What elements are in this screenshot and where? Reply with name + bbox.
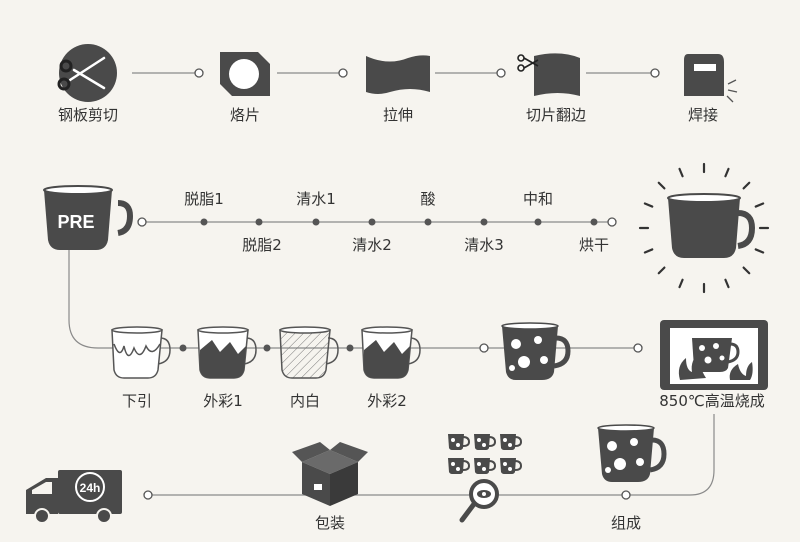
label-neutralize: 中和	[522, 190, 554, 208]
label-dry: 烘干	[578, 236, 610, 254]
label-rinse-2: 清水2	[352, 236, 392, 254]
flower-mug-icon	[501, 322, 571, 380]
label-dip: 下引	[121, 392, 153, 410]
drying-mug-icon	[638, 162, 770, 294]
label-rinse-3: 清水3	[464, 236, 504, 254]
assembled-mug-icon	[597, 424, 667, 482]
welding-icon	[684, 54, 738, 103]
label-edge-flipping: 切片翻边	[525, 106, 587, 124]
stamping-icon	[220, 52, 270, 96]
row2-nodes	[137, 217, 617, 227]
drying-tick	[678, 167, 684, 178]
drying-tick	[657, 266, 666, 275]
label-stretching: 拉伸	[382, 106, 414, 124]
mini-mug-icon	[500, 434, 523, 450]
label-assembly: 组成	[610, 514, 642, 532]
delivery-badge: 24h	[80, 481, 101, 495]
drying-tick	[742, 266, 751, 275]
kiln-icon	[660, 320, 768, 390]
drying-tick	[754, 248, 765, 254]
label-inner-white: 内白	[289, 392, 321, 410]
steel-cutting-icon	[57, 44, 117, 102]
label-packing: 包装	[314, 514, 346, 532]
drying-tick	[643, 248, 654, 254]
drying-tick	[678, 278, 684, 289]
drying-tick	[724, 167, 730, 178]
label-outer-color-1: 外彩1	[203, 392, 243, 410]
label-firing: 850℃高温烧成	[659, 392, 765, 410]
outer-color-1-mug-icon	[197, 326, 257, 379]
drying-tick	[754, 202, 765, 208]
inner-white-mug-icon	[279, 326, 339, 379]
mini-mug-icon	[500, 458, 523, 474]
label-outer-color-2: 外彩2	[367, 392, 407, 410]
stretching-icon	[366, 55, 430, 94]
edge-flipping-icon	[517, 53, 580, 96]
label-rinse-1: 清水1	[296, 190, 336, 208]
mini-mug-icon	[474, 458, 497, 474]
pre-to-row3-connector	[68, 250, 110, 349]
dip-mug-icon	[111, 326, 171, 379]
row3-nodes	[179, 343, 643, 353]
drying-tick	[724, 278, 730, 289]
pre-badge: PRE	[57, 212, 94, 232]
inspection-icon	[448, 434, 523, 523]
label-acid: 酸	[420, 190, 436, 208]
label-steel-cutting: 钢板剪切	[57, 106, 119, 124]
mini-mug-icon	[448, 434, 471, 450]
label-stamping: 烙片	[229, 106, 261, 124]
packing-box-icon	[292, 442, 368, 506]
drying-tick	[657, 181, 666, 190]
kiln-to-row4-connector	[148, 414, 715, 496]
delivery-truck-icon	[26, 470, 122, 524]
row1-nodes	[194, 68, 660, 78]
outer-color-2-mug-icon	[361, 326, 421, 379]
label-degrease-1: 脱脂1	[184, 190, 224, 208]
pre-mug-icon	[43, 185, 134, 250]
label-welding: 焊接	[687, 106, 719, 124]
mini-mug-icon	[474, 434, 497, 450]
label-degrease-2: 脱脂2	[242, 236, 282, 254]
drying-tick	[742, 181, 751, 190]
drying-tick	[643, 202, 654, 208]
mini-mug-icon	[448, 458, 471, 474]
